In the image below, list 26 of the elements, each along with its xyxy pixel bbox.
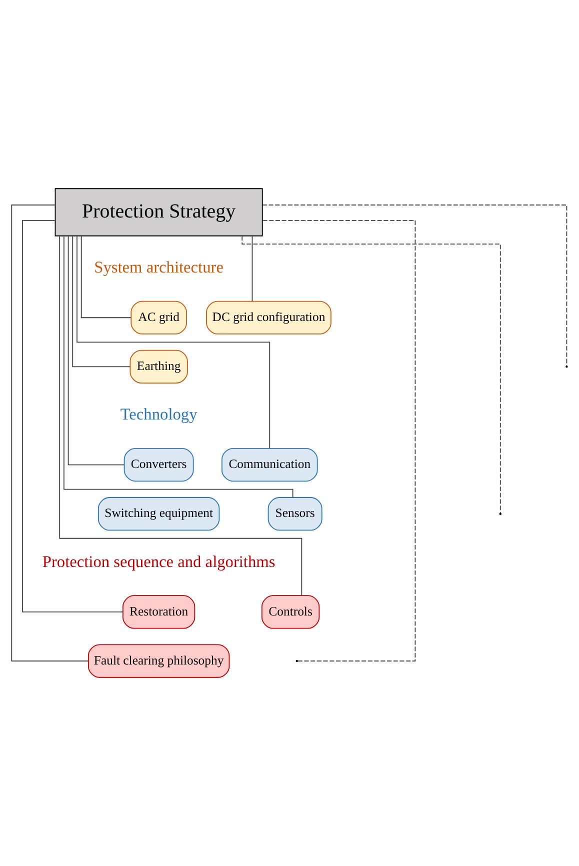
- node-box: Sensors: [268, 497, 322, 531]
- connector: [59, 236, 302, 596]
- node-box: Communication: [222, 448, 318, 482]
- label: System architecture: [94, 258, 224, 277]
- node-box: Restoration: [122, 595, 196, 629]
- node-box: AC grid: [130, 300, 187, 334]
- connector: [22, 220, 124, 612]
- node-box: Fault clearing philosophy: [88, 644, 230, 678]
- node-box: Earthing: [130, 350, 188, 384]
- connector: [72, 236, 131, 368]
- connector: [262, 204, 568, 366]
- node-box: Switching equipment: [98, 497, 220, 531]
- node-box: DC grid configuration: [206, 300, 332, 334]
- node-box: Protection Strategy: [54, 188, 263, 236]
- connector: [252, 235, 253, 302]
- connector: [76, 236, 270, 449]
- connector: [64, 235, 294, 498]
- connector: [68, 236, 125, 466]
- label: Technology: [120, 404, 198, 424]
- connector: [80, 235, 132, 318]
- label: Protection sequence and algorithms: [42, 552, 276, 571]
- connector: [262, 220, 416, 662]
- node-box: Converters: [124, 448, 194, 482]
- connector: [11, 204, 89, 662]
- node-box: Controls: [261, 595, 320, 629]
- connector: [242, 236, 501, 514]
